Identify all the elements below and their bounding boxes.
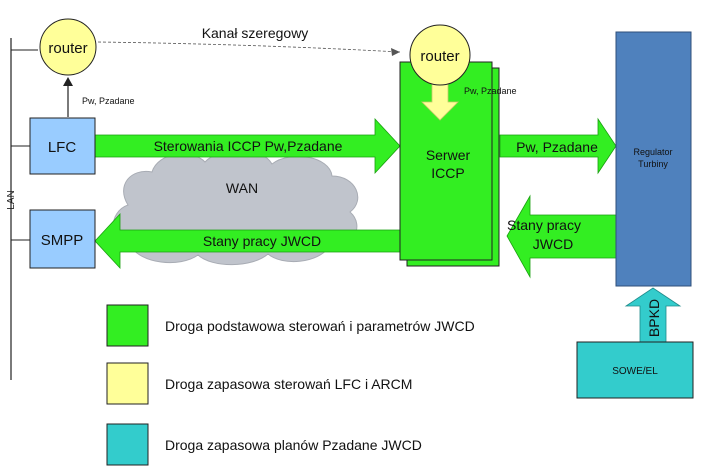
sowe-el-box	[576, 341, 694, 399]
router-right	[409, 24, 471, 86]
lan-label: LAN	[6, 190, 17, 209]
arrow-lfc-to-server	[94, 117, 401, 175]
legend-swatch-backup-lfc	[106, 362, 149, 405]
legend-label-primary: Droga podstawowa sterowań i parametrów J…	[165, 318, 475, 334]
regulator-label-line2: Turbiny	[638, 159, 668, 169]
router-left-signal-label: Pw, Pzadane	[82, 96, 135, 106]
arrow-server-to-smpp-label: Stany pracy JWCD	[203, 233, 321, 249]
smpp-label: SMPP	[41, 232, 84, 249]
server-label-line1: Serwer	[426, 147, 471, 163]
regulator-label-line1: Regulator	[633, 147, 672, 157]
arrow-bpkd	[624, 287, 682, 343]
arrow-server-to-regulator-label: Pw, Pzadane	[516, 139, 598, 155]
smpp-box	[29, 209, 96, 269]
serial-link-line	[97, 41, 401, 53]
arrow-lfc-to-router-head	[63, 77, 73, 86]
arrow-server-to-smpp	[94, 212, 401, 270]
router-left	[39, 18, 97, 76]
wan-label: WAN	[226, 180, 258, 196]
serial-link-label: Kanał szeregowy	[202, 25, 309, 41]
legend-label-backup-plans: Droga zapasowa planów Pzadane JWCD	[165, 437, 422, 453]
server-label-line2: ICCP	[431, 165, 464, 181]
bpkd-label: BPKD	[646, 299, 662, 337]
regulator-turbiny-box	[615, 31, 692, 287]
legend-swatch-backup-plans	[106, 423, 149, 466]
arrow-regulator-to-server-label-2: JWCD	[533, 236, 573, 252]
arrow-regulator-to-server-label-1: Stany pracy	[507, 217, 581, 233]
arrow-regulator-to-server	[506, 194, 617, 279]
arrow-router-to-server	[421, 83, 459, 121]
router-right-signal-label: Pw, Pzadane	[464, 86, 517, 96]
lfc-label: LFC	[48, 139, 77, 156]
legend-label-backup-lfc: Droga zapasowa sterowań LFC i ARCM	[165, 376, 412, 392]
arrow-server-to-regulator	[499, 117, 617, 175]
router-right-label: router	[420, 48, 459, 65]
arrow-lfc-to-server-label: Sterowania ICCP Pw,Pzadane	[154, 138, 343, 154]
legend-swatch-primary	[106, 304, 149, 347]
sowe-el-label: SOWE/EL	[612, 366, 658, 377]
serial-link-arrowhead	[391, 48, 400, 56]
router-left-label: router	[48, 40, 87, 57]
lfc-box	[29, 117, 96, 175]
